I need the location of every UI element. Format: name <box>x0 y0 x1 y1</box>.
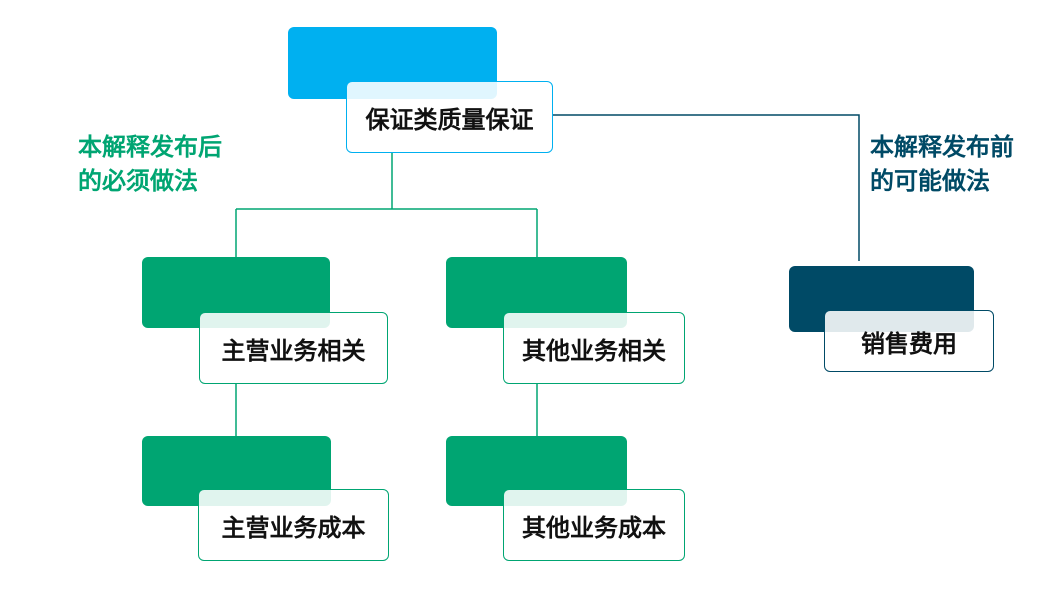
root-node: 保证类质量保证 <box>346 81 553 153</box>
branch2-child-node: 其他业务成本 <box>503 489 685 561</box>
right-caption-line2: 的可能做法 <box>870 167 990 195</box>
branch1-child-node: 主营业务成本 <box>198 489 389 561</box>
left-caption-line1: 本解释发布后 <box>78 133 222 161</box>
right-caption: 本解释发布前 的可能做法 <box>870 130 1014 198</box>
branch2-node: 其他业务相关 <box>503 312 685 384</box>
connector-root-right <box>553 114 860 261</box>
left-caption: 本解释发布后 的必须做法 <box>78 130 222 198</box>
right-caption-line1: 本解释发布前 <box>870 133 1014 161</box>
branch1-node: 主营业务相关 <box>199 312 388 384</box>
right-node: 销售费用 <box>824 310 994 372</box>
left-caption-line2: 的必须做法 <box>78 167 198 195</box>
